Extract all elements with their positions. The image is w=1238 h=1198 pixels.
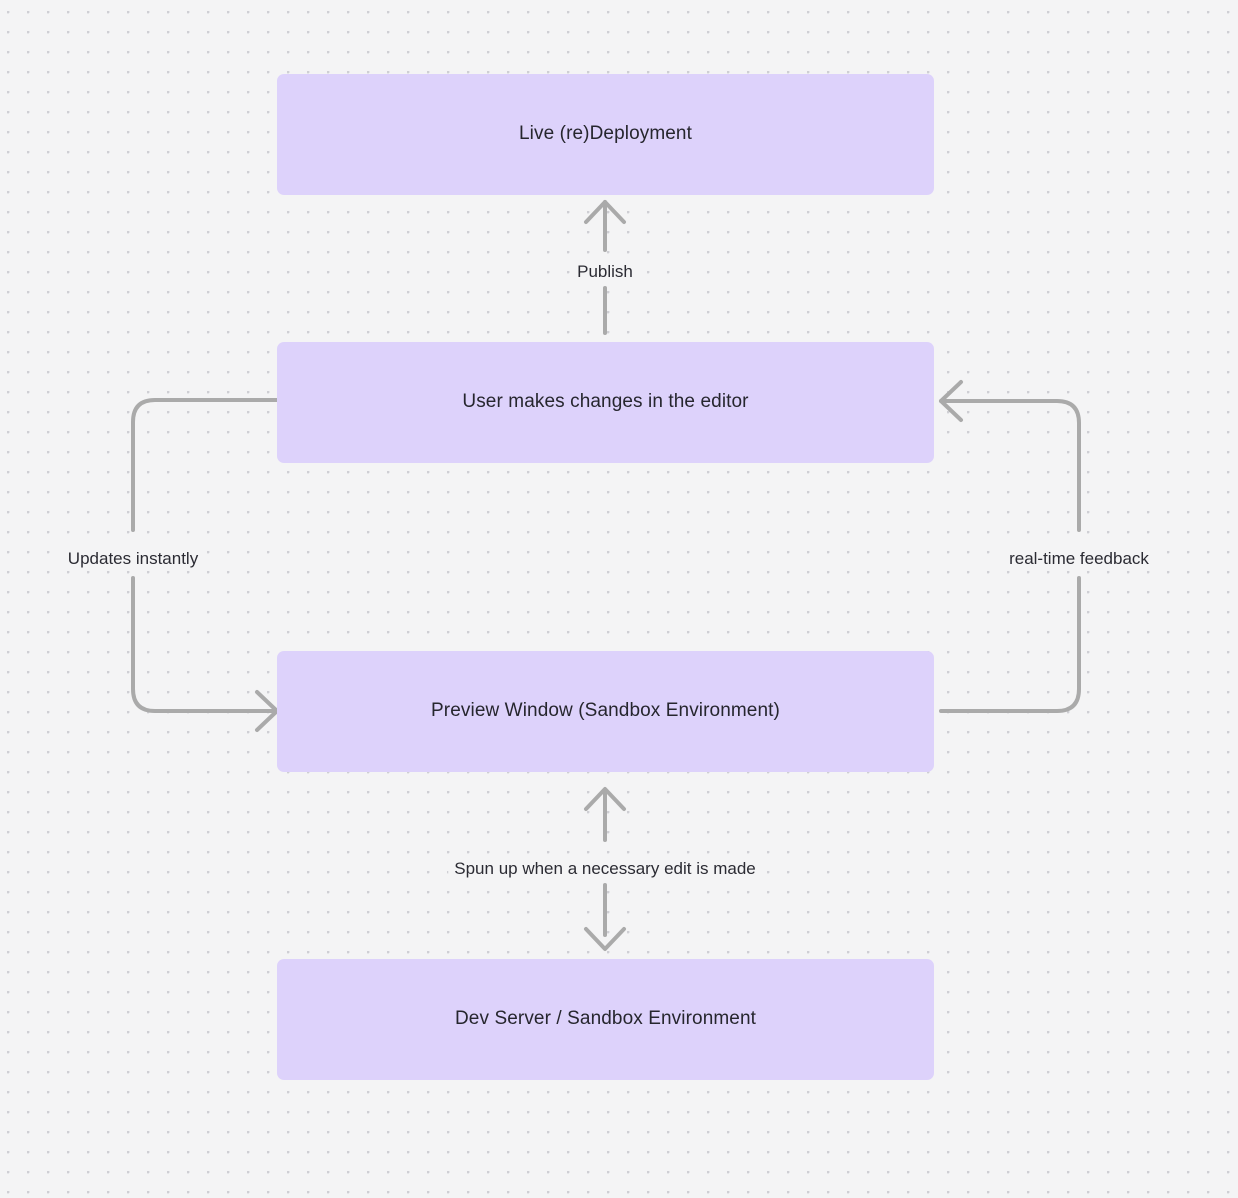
- node-dev-server[interactable]: Dev Server / Sandbox Environment: [277, 959, 934, 1080]
- node-preview-window[interactable]: Preview Window (Sandbox Environment): [277, 651, 934, 772]
- edge-label-publish: Publish: [571, 259, 639, 285]
- edge-label-realtime-feedback: real-time feedback: [1003, 546, 1155, 572]
- edge-label-spun-up: Spun up when a necessary edit is made: [448, 856, 762, 882]
- node-user-makes-changes[interactable]: User makes changes in the editor: [277, 342, 934, 463]
- node-live-redeployment[interactable]: Live (re)Deployment: [277, 74, 934, 195]
- edge-label-updates-instantly: Updates instantly: [61, 546, 205, 572]
